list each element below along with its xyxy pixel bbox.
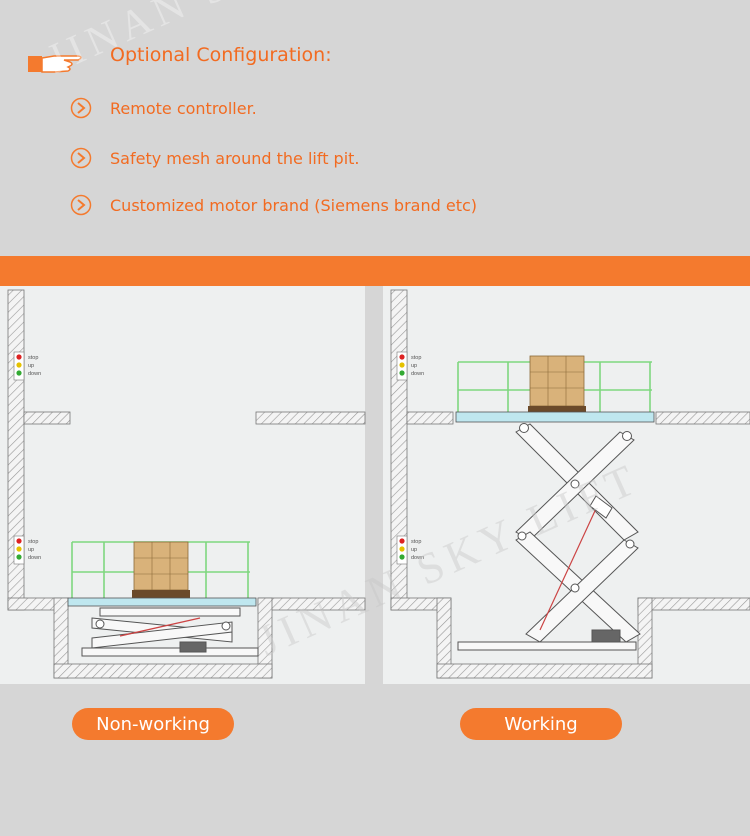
panel-label: stop	[28, 539, 38, 545]
control-panel: stop up down	[396, 351, 424, 381]
working-label: Working	[460, 708, 622, 740]
watermark: JINAN SKY LIFT	[40, 0, 423, 84]
arrow-bullet-icon	[70, 194, 92, 216]
pointing-hand-icon	[28, 55, 82, 73]
option-text: Safety mesh around the lift pit.	[110, 148, 360, 168]
arrow-bullet-icon	[70, 147, 92, 169]
control-panel: stop up down	[13, 535, 41, 565]
lift-platform	[455, 411, 655, 423]
working-diagram: stop up down stop up down	[383, 286, 750, 684]
panel-label: stop	[411, 355, 421, 361]
panel-label: stop	[411, 539, 421, 545]
cargo-boxes	[132, 541, 190, 598]
non-working-diagram: stop up down stop up down	[0, 286, 366, 684]
option-text: Remote controller.	[110, 98, 257, 118]
option-text: Customized motor brand (Siemens brand et…	[110, 195, 478, 215]
option-item: Customized motor brand (Siemens brand et…	[70, 192, 477, 218]
lift-platform	[67, 597, 257, 607]
orange-divider-band	[0, 256, 750, 286]
panel-label: down	[411, 371, 424, 377]
panel-label: stop	[28, 355, 38, 361]
control-panel: stop up down	[396, 535, 424, 565]
panel-label: down	[411, 555, 424, 561]
option-item: Remote controller.	[70, 95, 257, 121]
panel-label: up	[28, 547, 34, 553]
scissor-mechanism	[457, 423, 641, 651]
option-item: Safety mesh around the lift pit.	[70, 145, 360, 171]
non-working-label: Non-working	[72, 708, 234, 740]
panel-label: up	[411, 363, 417, 369]
control-panel: stop up down	[13, 351, 41, 381]
optional-config-section: Optional Configuration: Remote controlle…	[0, 0, 750, 256]
lift-diagrams: stop up down stop up down	[0, 286, 750, 684]
panel-label: down	[28, 555, 41, 561]
config-heading: Optional Configuration:	[110, 44, 332, 66]
caption-area	[0, 684, 750, 836]
arrow-bullet-icon	[70, 97, 92, 119]
panel-label: up	[411, 547, 417, 553]
cargo-boxes	[528, 355, 586, 412]
panel-label: up	[28, 363, 34, 369]
scissor-mechanism	[81, 607, 259, 657]
panel-label: down	[28, 371, 41, 377]
